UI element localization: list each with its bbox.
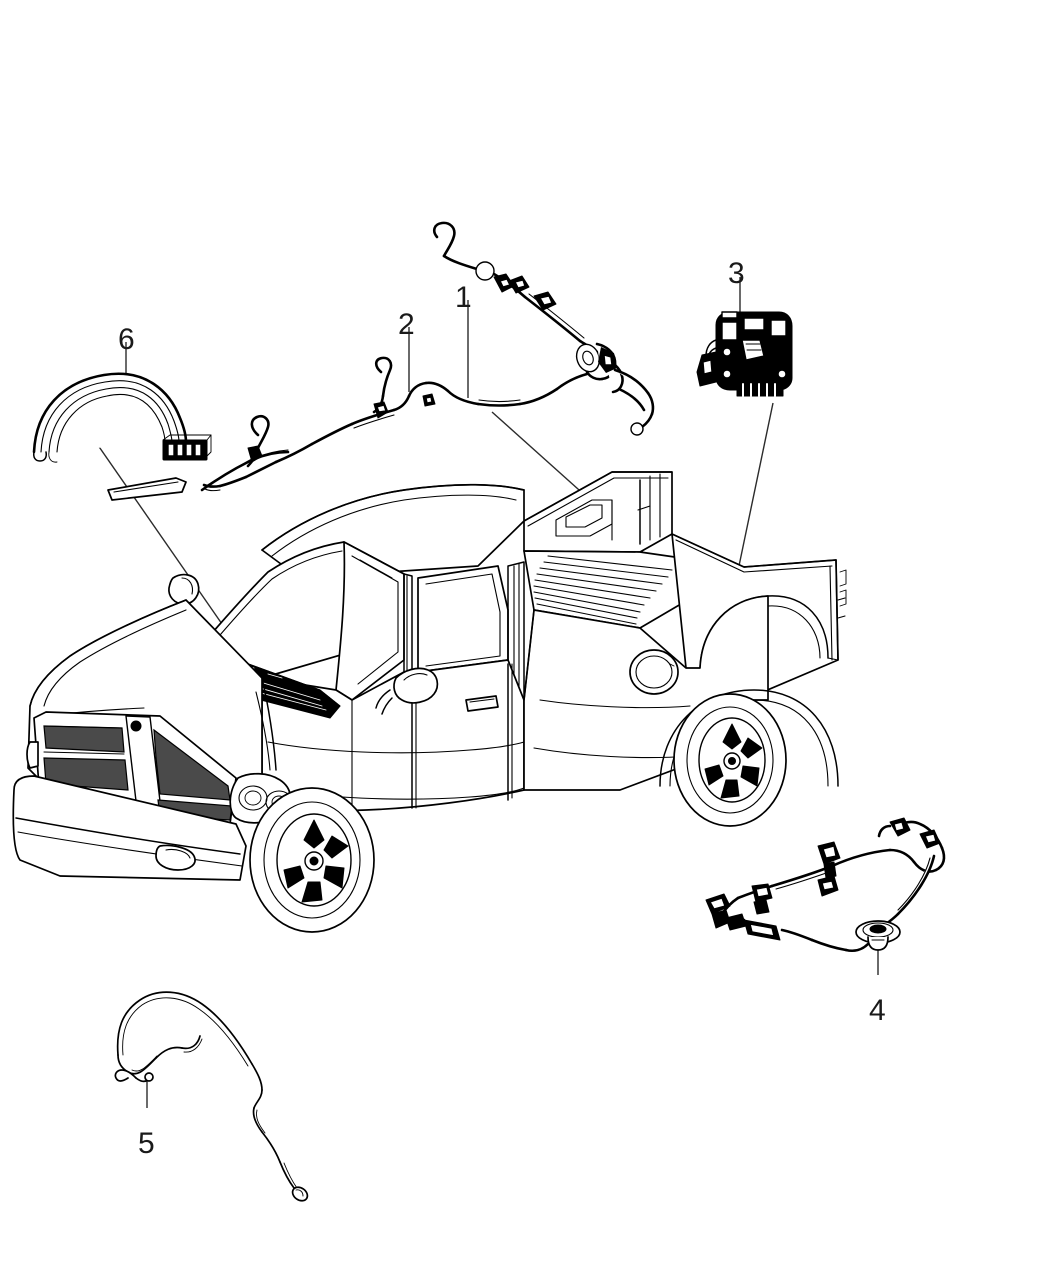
leader-line-1-to-bed bbox=[491, 411, 589, 499]
part-4-door-harness bbox=[705, 817, 946, 953]
rear-wheel-spokes bbox=[704, 723, 763, 799]
truck-wheels bbox=[249, 693, 787, 933]
bed-floor-ribs bbox=[533, 555, 673, 625]
callout-label-4: 4 bbox=[869, 994, 886, 1027]
callout-label-1: 1 bbox=[455, 281, 472, 314]
callout-label-5: 5 bbox=[138, 1127, 155, 1160]
callout-label-6: 6 bbox=[118, 323, 135, 356]
part-1-body-harness bbox=[202, 221, 655, 492]
part-6-jumper-harness bbox=[32, 372, 212, 463]
leader-line-3-to-bed bbox=[734, 402, 774, 586]
callout-label-3: 3 bbox=[728, 257, 745, 290]
truck-front bbox=[12, 477, 341, 881]
front-wheel-spokes bbox=[283, 819, 349, 903]
callout-label-2: 2 bbox=[398, 308, 415, 341]
part-5-antenna-cable bbox=[114, 991, 309, 1202]
part-3-junction-block bbox=[696, 311, 793, 397]
truck-illustration bbox=[12, 471, 847, 933]
part-2-harness-branch bbox=[200, 414, 290, 492]
